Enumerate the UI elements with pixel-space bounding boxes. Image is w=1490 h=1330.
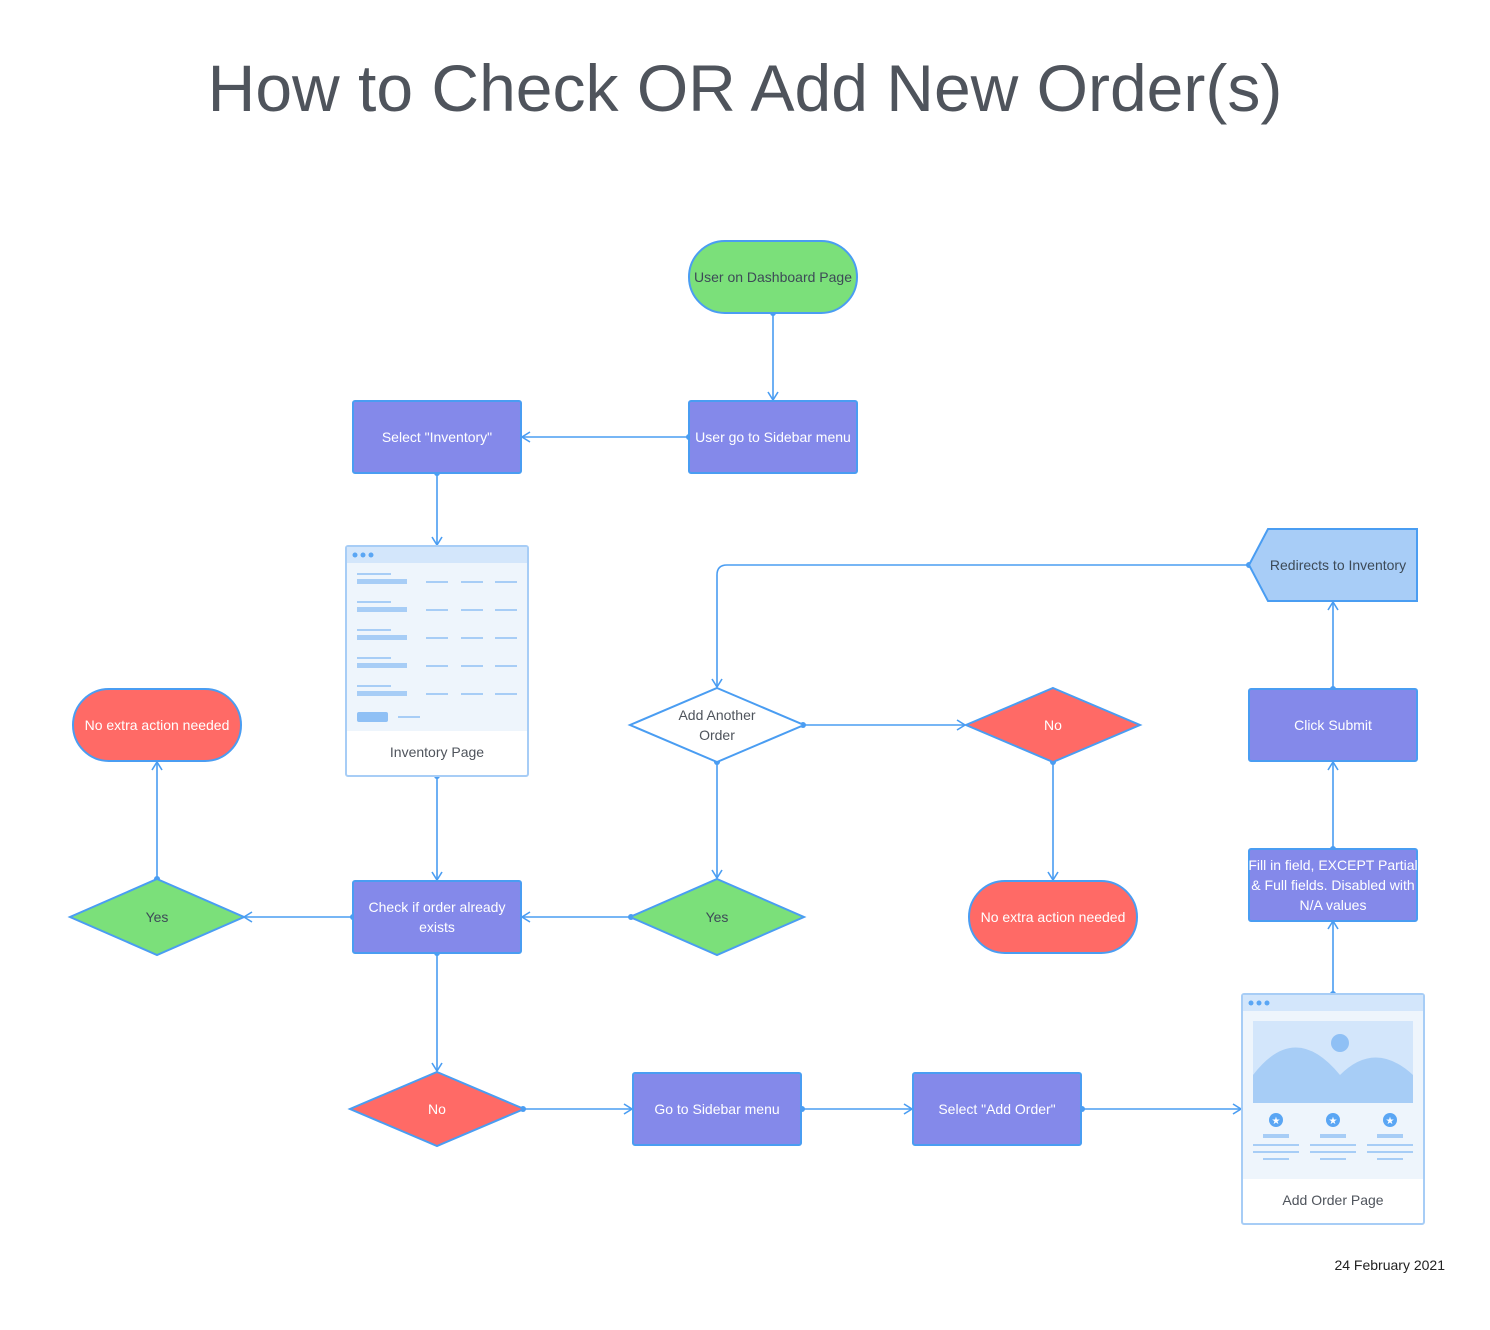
yes-mid-decision: Yes: [627, 877, 807, 957]
start-node: User on Dashboard Page: [688, 240, 858, 314]
redirects-display: Redirects to Inventory: [1247, 528, 1418, 602]
select-inventory-process: Select "Inventory": [352, 400, 522, 474]
check-order-process: Check if order already exists: [352, 880, 522, 954]
date-label: 24 February 2021: [1334, 1257, 1445, 1273]
yes-left-decision: Yes: [67, 877, 247, 957]
select-add-order-label: Select "Add Order": [938, 1101, 1055, 1117]
check-order-label-line1: Check if order already: [369, 899, 506, 915]
fill-in-label-line3: N/A values: [1300, 897, 1367, 913]
no-extra-right-label: No extra action needed: [981, 909, 1126, 925]
inventory-page-mockup: Inventory Page: [345, 545, 529, 777]
click-submit-process: Click Submit: [1248, 688, 1418, 762]
no-extra-right-terminator: No extra action needed: [968, 880, 1138, 954]
check-order-label-line2: exists: [419, 919, 455, 935]
add-order-page-mockup: ★ ★ ★ Add Order Page: [1241, 993, 1425, 1225]
page-title: How to Check OR Add New Order(s): [207, 51, 1283, 125]
no-extra-left-terminator: No extra action needed: [72, 688, 242, 762]
no-extra-left-label: No extra action needed: [85, 717, 230, 733]
go-sidebar-label: Go to Sidebar menu: [654, 1101, 779, 1117]
go-sidebar-process: Go to Sidebar menu: [632, 1072, 802, 1146]
star-icon: ★ ★ ★: [1269, 1113, 1397, 1127]
no-right-label: No: [1044, 717, 1062, 733]
click-submit-label: Click Submit: [1294, 717, 1372, 733]
sidebar-label: User go to Sidebar menu: [695, 429, 851, 445]
start-label: User on Dashboard Page: [694, 269, 852, 285]
edge-redirects-to-add-another: [711, 564, 1249, 689]
svg-text:★: ★: [1272, 1116, 1281, 1127]
yes-mid-label: Yes: [706, 909, 729, 925]
add-another-label-line2: Order: [699, 727, 735, 743]
svg-text:★: ★: [1329, 1116, 1338, 1127]
fill-in-label-line2: & Full fields. Disabled with: [1251, 877, 1414, 893]
fill-in-label-line1: Fill in field, EXCEPT Partial: [1248, 857, 1417, 873]
add-another-label-line1: Add Another: [678, 707, 755, 723]
no-bottom-decision: No: [347, 1070, 527, 1148]
select-inventory-label: Select "Inventory": [382, 429, 492, 445]
add-another-decision: Add Another Order: [627, 686, 807, 764]
yes-left-label: Yes: [146, 909, 169, 925]
redirects-label: Redirects to Inventory: [1270, 557, 1406, 573]
inventory-page-label: Inventory Page: [390, 744, 484, 760]
sidebar-process: User go to Sidebar menu: [688, 400, 858, 474]
svg-text:★: ★: [1386, 1116, 1395, 1127]
fill-in-process: Fill in field, EXCEPT Partial & Full fie…: [1248, 848, 1418, 922]
no-right-decision: No: [963, 686, 1143, 764]
add-order-page-label: Add Order Page: [1282, 1192, 1383, 1208]
select-add-order-process: Select "Add Order": [912, 1072, 1082, 1146]
no-bottom-label: No: [428, 1101, 446, 1117]
